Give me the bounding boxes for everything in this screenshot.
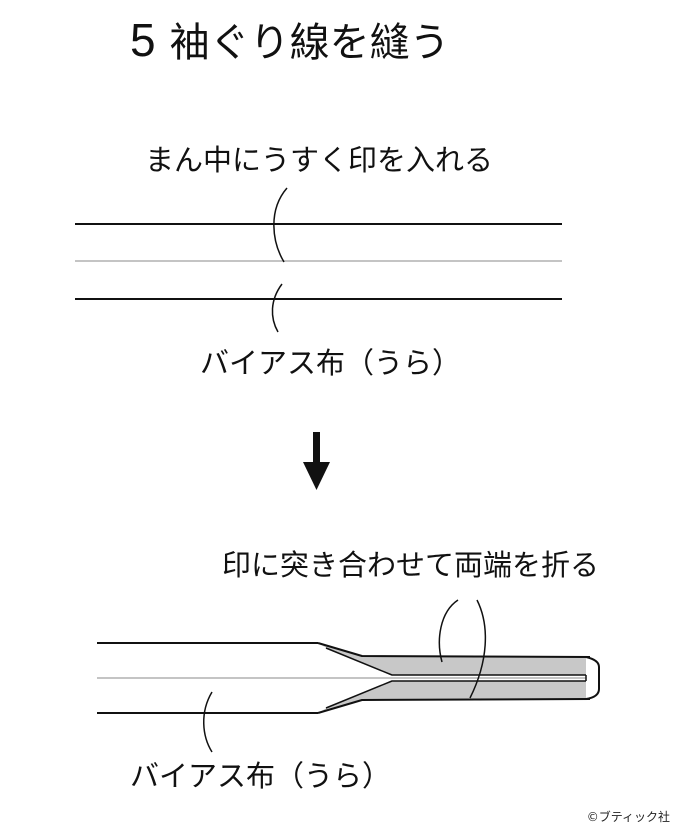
bias-strip-folded <box>97 599 600 753</box>
step-title-text: 袖ぐり線を縫う <box>169 20 450 66</box>
leader-line-fold-right <box>469 599 487 699</box>
folded-top-flap <box>318 643 588 675</box>
leader-line-fold-left <box>438 599 459 663</box>
folded-bottom-taper <box>317 698 591 714</box>
step-number: 5 <box>130 14 156 66</box>
folded-end-cap <box>585 656 600 700</box>
step1-mark-label: まん中にうすく印を入れる <box>145 143 494 177</box>
folded-top-taper <box>317 642 591 658</box>
folded-top-inner-edge <box>325 647 586 676</box>
down-arrow-icon <box>303 432 330 490</box>
leader-line-folded-fabric <box>203 691 213 753</box>
leader-line-fabric <box>271 283 283 333</box>
step-title: 5 袖ぐり線を縫う <box>130 12 450 71</box>
step2-fabric-label: バイアス布（うら） <box>130 759 392 793</box>
leader-line-mark <box>273 187 288 263</box>
step2-fold-label: 印に突き合わせて両端を折る <box>222 548 600 582</box>
copyright-text: ©ブティック社 <box>586 810 670 824</box>
bias-strip-flat <box>75 187 562 333</box>
step1-fabric-label: バイアス布（うら） <box>200 346 462 380</box>
folded-bottom-inner-edge <box>325 680 586 709</box>
folded-bottom-flap <box>318 681 588 713</box>
